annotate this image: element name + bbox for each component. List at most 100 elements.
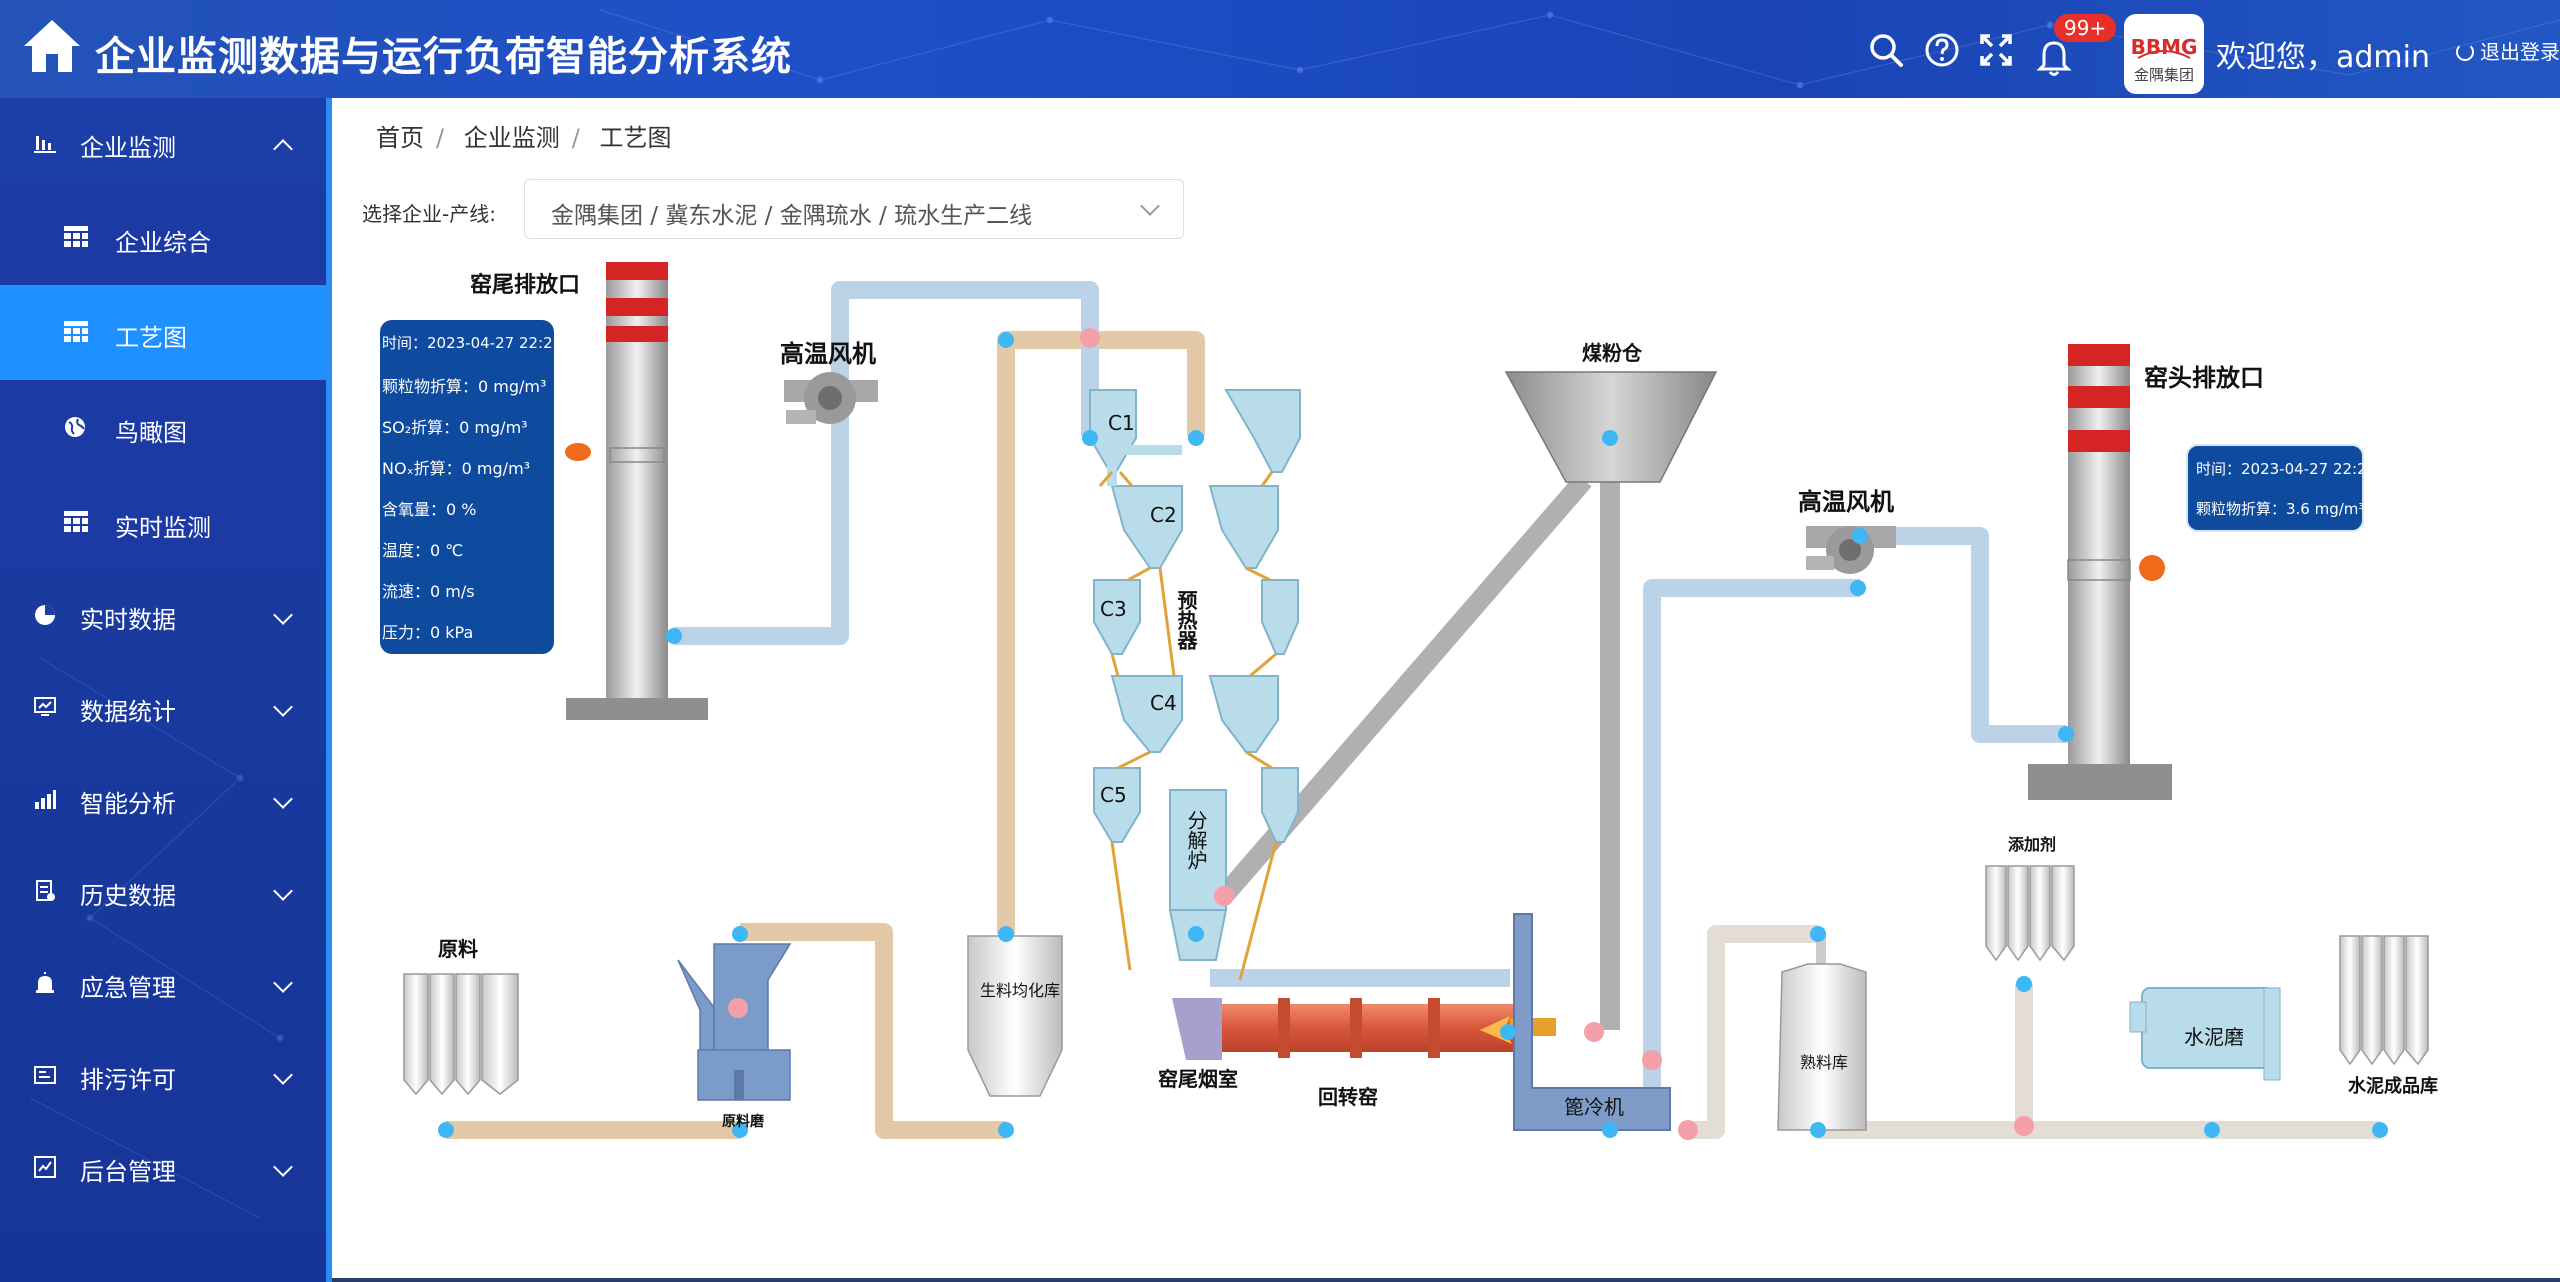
- label-c1: C1: [1108, 411, 1135, 435]
- clinker-cooler: [1513, 913, 1671, 1131]
- menu-label: 智能分析: [80, 790, 176, 818]
- label-cement-product: 水泥成品库: [2348, 1075, 2438, 1097]
- menu-group-enterprise-monitoring[interactable]: 企业监测: [0, 98, 326, 190]
- menu-label: 历史数据: [80, 882, 176, 910]
- product-pipes: [1686, 925, 2380, 1139]
- menu-label: 后台管理: [80, 1158, 176, 1186]
- table-icon: [64, 321, 88, 342]
- chevron-down-icon: [273, 973, 293, 993]
- app-title: 企业监测数据与运行负荷智能分析系统: [95, 34, 792, 80]
- kiln-tail-monitor-panel: 时间：2023-04-27 22:27 颗粒物折算：0 mg/m³ SO₂折算：…: [380, 320, 562, 654]
- process-diagram: 窑尾排放口 窑头排放口 高温风机 高温风机 煤粉仓 C1 C2 C3 C4 C5…: [332, 240, 2560, 1282]
- panel-pressure: 压力：0 kPa: [382, 623, 474, 642]
- menu-group-admin[interactable]: 后台管理: [0, 1122, 326, 1214]
- label-kiln-head-outlet: 窑头排放口: [2144, 364, 2264, 392]
- menu-group-smart-analysis[interactable]: 智能分析: [0, 754, 326, 846]
- label-kiln-tail-chamber: 窑尾烟室: [1158, 1067, 1238, 1091]
- welcome-text: 欢迎您，admin: [2216, 40, 2430, 75]
- chevron-down-icon: [273, 789, 293, 809]
- flow-nodes: [438, 332, 2388, 1138]
- preheater-connectors: [1098, 471, 1278, 981]
- help-icon[interactable]: [1922, 30, 1962, 70]
- cement-mill: [2129, 987, 2281, 1081]
- process-diagram-canvas: 窑尾排放口 窑头排放口 高温风机 高温风机 煤粉仓 C1 C2 C3 C4 C5…: [403, 262, 2438, 1140]
- breadcrumb-home[interactable]: 首页: [376, 124, 424, 152]
- menu-group-emergency[interactable]: 应急管理: [0, 938, 326, 1030]
- panel-time: 时间：2023-04-27 22:27: [382, 334, 563, 352]
- chevron-down-icon: [273, 1065, 293, 1085]
- breadcrumb-enterprise-monitoring[interactable]: 企业监测: [463, 124, 560, 152]
- sidebar-item-realtime-monitoring[interactable]: 实时监测: [0, 475, 326, 570]
- bell-icon[interactable]: [2034, 38, 2074, 78]
- label-kiln-tail-outlet: 窑尾排放口: [470, 272, 580, 298]
- company-logo: BBMG 金隅集团: [2124, 14, 2204, 94]
- pink-flow-nodes: [728, 328, 2034, 1140]
- logout-button[interactable]: 退出登录: [2456, 36, 2560, 65]
- menu-group-data-statistics[interactable]: 数据统计: [0, 662, 326, 754]
- coal-bin: [1504, 371, 1718, 483]
- home-icon[interactable]: [22, 16, 82, 76]
- additive-silos: [1985, 865, 2075, 962]
- label-rotary-kiln: 回转窑: [1318, 1085, 1378, 1109]
- menu-group-realtime-data[interactable]: 实时数据: [0, 570, 326, 662]
- panel-nox: NOₓ折算：0 mg/m³: [382, 459, 531, 478]
- bar-chart-icon: [34, 136, 56, 153]
- notification-badge: 99+: [2054, 14, 2117, 42]
- side-menu: 企业监测 企业综合 工艺图 鸟瞰图 实时监测 实时数据 数据统计: [0, 98, 326, 1214]
- menu-label: 企业监测: [80, 134, 176, 162]
- chevron-down-icon: [273, 697, 293, 717]
- label-c4: C4: [1150, 691, 1177, 715]
- menu-group-history-data[interactable]: 历史数据: [0, 846, 326, 938]
- monitor-icon: [34, 697, 56, 716]
- filter-label: 选择企业-产线:: [362, 202, 496, 226]
- label-calciner: 分解炉: [1184, 810, 1208, 870]
- globe-icon: [65, 417, 85, 437]
- label-c2: C2: [1150, 503, 1177, 527]
- enterprise-line-select[interactable]: 金隅集团 / 冀东水泥 / 金隅琉水 / 琉水生产二线: [524, 179, 1184, 239]
- search-icon[interactable]: [1866, 30, 1906, 70]
- label-fan-left: 高温风机: [780, 340, 876, 368]
- panel-velocity: 流速：0 m/s: [382, 582, 475, 601]
- homogenizing-silo: [967, 935, 1063, 1097]
- chart-box-icon: [34, 1156, 56, 1178]
- menu-label: 实时监测: [115, 514, 211, 542]
- sidebar: 企业监测 企业综合 工艺图 鸟瞰图 实时监测 实时数据 数据统计: [0, 98, 332, 1282]
- logo-text: BBMG: [2131, 35, 2198, 59]
- page-bottom-border: [332, 1278, 2560, 1282]
- coal-pipes: [1214, 470, 1620, 1030]
- label-cement-mill: 水泥磨: [2184, 1025, 2244, 1049]
- breadcrumb-current: 工艺图: [599, 124, 672, 152]
- panel-particulate: 颗粒物折算：0 mg/m³: [382, 377, 547, 396]
- menu-group-pollution-permit[interactable]: 排污许可: [0, 1030, 326, 1122]
- menu-label: 数据统计: [80, 698, 176, 726]
- menu-label: 实时数据: [80, 606, 176, 634]
- raw-material-pipes: [446, 331, 1205, 1139]
- sidebar-item-enterprise-overview[interactable]: 企业综合: [0, 190, 326, 285]
- label-raw-mill: 原料磨: [722, 1113, 765, 1130]
- document-icon: [36, 880, 55, 901]
- menu-label: 鸟瞰图: [115, 419, 187, 447]
- chevron-down-icon: [273, 605, 293, 625]
- menu-label: 工艺图: [115, 324, 187, 352]
- label-clinker-silo: 熟料库: [1800, 1053, 1848, 1072]
- alarm-icon: [36, 972, 54, 993]
- high-temp-fan-right: [1806, 526, 1896, 574]
- label-coal-bin: 煤粉仓: [1582, 341, 1643, 365]
- high-temp-fan-left: [784, 372, 878, 424]
- panel-temperature: 温度：0 ℃: [382, 541, 464, 560]
- signal-icon: [35, 790, 56, 809]
- panel-so2: SO₂折算：0 mg/m³: [382, 418, 528, 437]
- clinker-silo: [1777, 934, 1867, 1131]
- label-preheater: 预热器: [1174, 590, 1198, 651]
- label-c5: C5: [1100, 783, 1127, 807]
- app-header: 企业监测数据与运行负荷智能分析系统 99+ BBMG 金隅集团 欢迎您，admi…: [0, 0, 2560, 98]
- ticket-icon: [34, 1066, 56, 1084]
- diagram-labels: 窑尾排放口 窑头排放口 高温风机 高温风机 煤粉仓 C1 C2 C3 C4 C5…: [438, 272, 2438, 1130]
- panel-oxygen: 含氧量：0 %: [382, 500, 477, 519]
- sidebar-item-process-diagram[interactable]: 工艺图: [0, 285, 326, 380]
- fullscreen-icon[interactable]: [1976, 30, 2016, 70]
- table-icon: [64, 226, 88, 247]
- select-value: 金隅集团 / 冀东水泥 / 金隅琉水 / 琉水生产二线: [551, 203, 1033, 229]
- sidebar-item-aerial-view[interactable]: 鸟瞰图: [0, 380, 326, 475]
- chevron-down-icon: [1140, 196, 1160, 216]
